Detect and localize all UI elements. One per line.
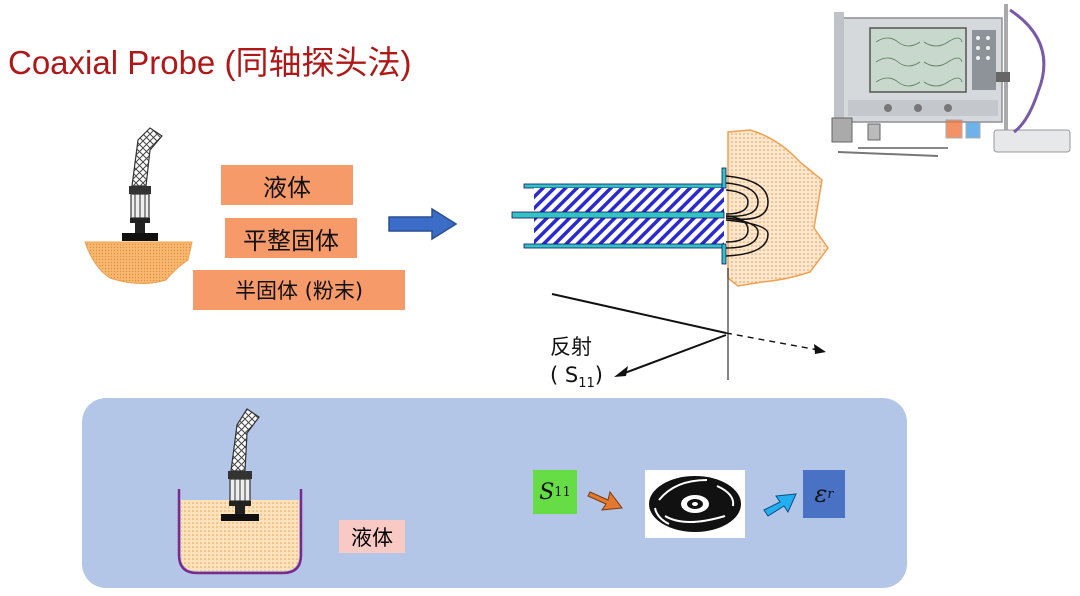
network-analyzer-photo [831,4,1071,157]
right-arrow-icon [388,207,458,241]
sample-label-flat-solid: 平整固体 [225,218,357,258]
sample-label-semisolid: 半固体 (粉末) [193,270,405,310]
reflection-label: 反射 ( S11) [550,333,603,398]
liquid-label: 液体 [339,520,405,553]
reflection-s11: ( S11) [550,363,603,392]
probe-in-beaker-icon [177,408,303,575]
disc-software-icon [645,470,745,538]
sample-label-liquid: 液体 [221,165,353,205]
cyan-arrow-icon [763,493,797,517]
orange-arrow-icon [587,490,623,511]
probe-on-sample-icon [84,127,193,284]
page-title: Coaxial Probe (同轴探头法) [8,44,412,81]
reflection-text: 反射 [550,335,592,359]
probe-cross-section-diagram [511,129,829,380]
